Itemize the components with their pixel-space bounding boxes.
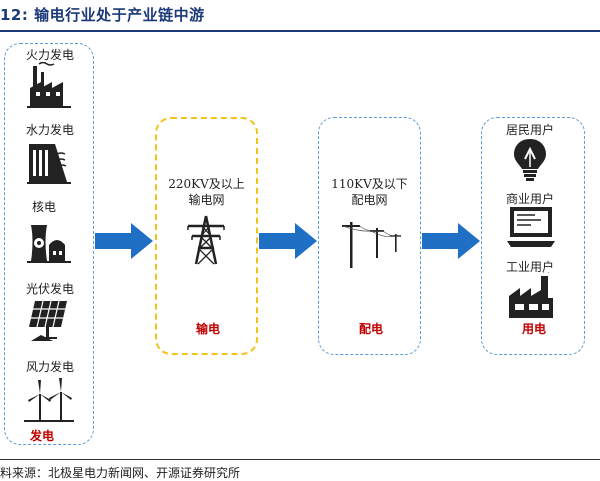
commercial-user-label: 商业用户 xyxy=(506,192,555,206)
source-note: 料来源：北极星电力新闻网、开源证券研究所 xyxy=(0,466,241,480)
distribution-box xyxy=(318,117,421,355)
consumption-stage-label: 用电 xyxy=(522,322,547,336)
transmission-voltage-label: 220KV及以上 xyxy=(168,177,245,191)
solar-panel-icon xyxy=(29,300,67,341)
transmission-box xyxy=(155,117,258,355)
factory-icon xyxy=(509,272,553,318)
transmission-stage-label: 输电 xyxy=(196,322,221,336)
nuclear-power-label: 核电 xyxy=(32,200,57,214)
figure-title: 12: 输电行业处于产业链中游 xyxy=(0,6,205,24)
generation-stage-label: 发电 xyxy=(30,429,55,443)
arrow-generation-to-transmission xyxy=(95,223,153,259)
industrial-user-label: 工业用户 xyxy=(506,260,555,274)
thermal-power-label: 火力发电 xyxy=(26,48,75,62)
thermal-plant-icon xyxy=(27,62,71,108)
utility-poles-icon xyxy=(342,222,401,268)
solar-power-label: 光伏发电 xyxy=(26,282,75,296)
hydro-dam-icon xyxy=(27,144,71,184)
transmission-tower-icon xyxy=(187,215,225,265)
computer-monitor-icon xyxy=(507,207,555,247)
nuclear-plant-icon xyxy=(27,225,71,263)
generation-box xyxy=(4,43,94,445)
distribution-voltage-label: 110KV及以下 xyxy=(331,177,408,191)
residential-user-label: 居民用户 xyxy=(506,123,555,137)
source-divider xyxy=(0,459,600,460)
title-divider xyxy=(0,30,600,32)
arrow-distribution-to-consumption xyxy=(422,223,480,259)
wind-turbine-icon xyxy=(24,378,74,422)
distribution-stage-label: 配电 xyxy=(359,322,384,336)
consumption-box xyxy=(481,117,585,355)
wind-power-label: 风力发电 xyxy=(26,360,75,374)
light-bulb-icon xyxy=(514,139,546,181)
distribution-network-label: 配电网 xyxy=(351,193,388,207)
arrow-transmission-to-distribution xyxy=(259,223,317,259)
transmission-network-label: 输电网 xyxy=(188,193,225,207)
hydro-power-label: 水力发电 xyxy=(26,123,75,137)
